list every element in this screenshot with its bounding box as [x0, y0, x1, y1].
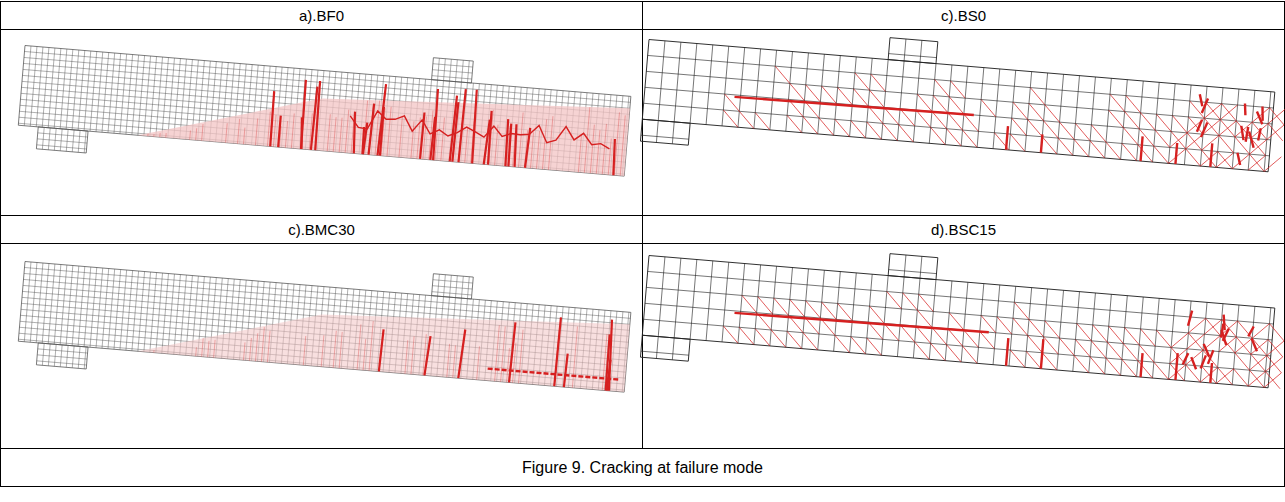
table-grid	[1, 2, 1285, 487]
panel-label: a).BF0	[1, 7, 643, 25]
beam-mesh	[16, 240, 632, 414]
panel-label: c).BMC30	[1, 221, 643, 239]
beam-mesh	[640, 234, 1285, 411]
panel-label: d).BSC15	[643, 221, 1285, 239]
figure-caption: Figure 9. Cracking at failure mode	[1, 459, 1285, 477]
beam-mesh	[640, 18, 1285, 195]
beam-mesh	[16, 24, 632, 198]
panel-label: c).BS0	[643, 7, 1285, 25]
